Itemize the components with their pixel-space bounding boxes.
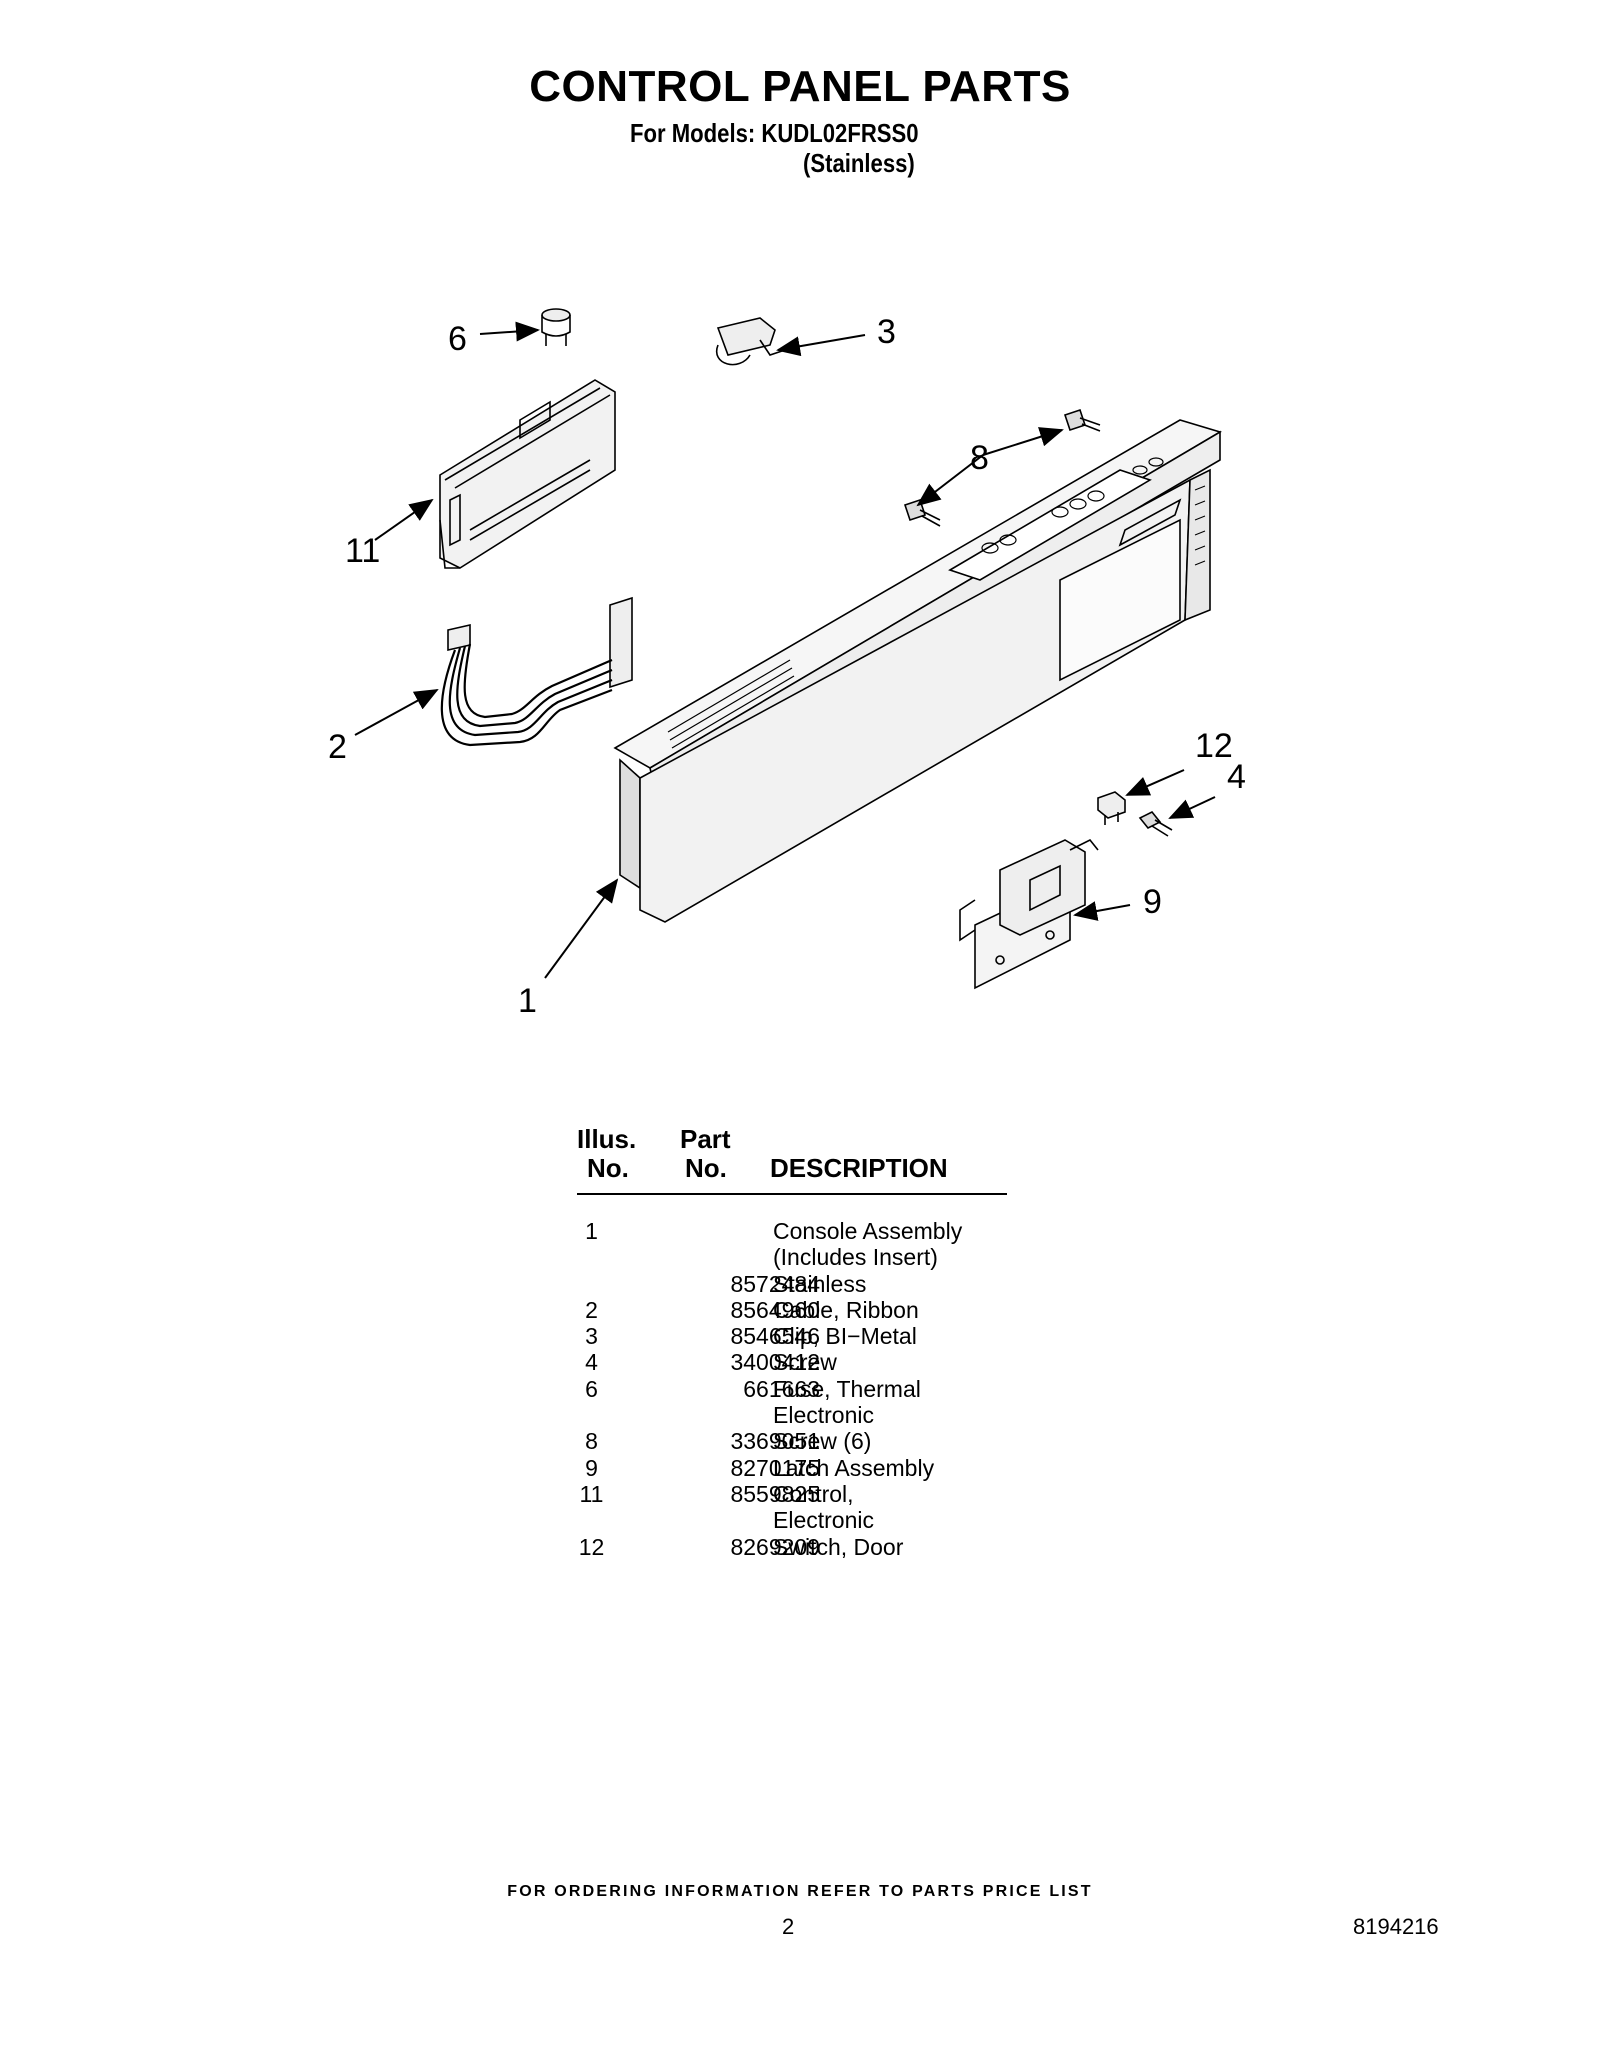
header-rule: [577, 1193, 1007, 1195]
header-illus-bottom: No.: [587, 1153, 629, 1183]
leader-2: [354, 689, 439, 736]
header-illus-top: Illus.: [577, 1124, 637, 1154]
page-number: 2: [782, 1914, 795, 1939]
callout-3: 3: [877, 313, 896, 351]
console-assembly-drawing: [613, 419, 1222, 923]
leader-6: [479, 321, 540, 342]
leader-8-lower: [916, 454, 984, 507]
leader-11: [374, 498, 434, 541]
description-cell: Electronic: [773, 1402, 874, 1429]
ribbon-cable-drawing: [440, 596, 633, 747]
part-no-cell: 8564960: [730, 1296, 820, 1323]
header-part-top: Part: [680, 1124, 731, 1154]
part-no-cell: 8270175: [730, 1454, 820, 1481]
callout-12: 12: [1195, 727, 1233, 765]
callout-8: 8: [970, 439, 989, 477]
header-description: DESCRIPTION: [770, 1153, 948, 1183]
description-cell: Switch, Door: [773, 1533, 904, 1560]
door-switch-drawing: [1097, 791, 1126, 825]
header-part-bottom: No.: [685, 1153, 727, 1183]
part-no-cell: 661663: [743, 1375, 820, 1402]
exploded-parts-diagram: 6 3 8 11 2 1 12 4 9: [328, 308, 1246, 1020]
description-cell: (Includes Insert): [773, 1244, 938, 1271]
illus-no-cell: 6: [585, 1375, 598, 1402]
document-number: 8194216: [1353, 1914, 1439, 1939]
illus-no-cell: 8: [585, 1428, 598, 1455]
leader-9: [1073, 901, 1131, 921]
description-cell: Cable, Ribbon: [773, 1296, 919, 1323]
screw-4-drawing: [1138, 810, 1173, 837]
finish-line: (Stainless): [803, 148, 915, 178]
part-no-cell: 8269209: [730, 1533, 820, 1560]
description-cell: Control,: [773, 1480, 854, 1507]
illus-no-cell: 4: [585, 1349, 598, 1376]
description-cell: Clip, BI−Metal: [773, 1323, 917, 1350]
electronic-control-drawing: [439, 379, 616, 569]
callout-2: 2: [328, 728, 347, 766]
description-cell: Latch Assembly: [773, 1454, 935, 1481]
illus-no-cell: 12: [578, 1533, 605, 1560]
part-no-cell: 3369051: [730, 1428, 820, 1455]
callout-9: 9: [1143, 883, 1162, 921]
page-title: CONTROL PANEL PARTS: [529, 62, 1071, 111]
callout-4: 4: [1227, 758, 1246, 796]
illus-no-cell: 9: [585, 1454, 598, 1481]
part-no-cell: 8559825: [730, 1480, 820, 1507]
screw-drawing: [903, 408, 1101, 527]
latch-assembly-drawing: [959, 838, 1099, 990]
description-cell: Screw (6): [773, 1428, 872, 1455]
part-no-cell: 3400412: [730, 1349, 820, 1376]
illus-no-cell: 2: [585, 1296, 598, 1323]
description-cell: Console Assembly: [773, 1218, 963, 1244]
leader-8-upper: [982, 427, 1064, 456]
description-cell: Screw: [773, 1349, 837, 1376]
illus-no-cell: 1: [585, 1218, 598, 1244]
leader-3: [776, 334, 866, 357]
callout-6: 6: [448, 320, 467, 358]
leader-12: [1125, 769, 1185, 796]
part-no-cell: 8572484: [730, 1270, 820, 1297]
callout-11: 11: [345, 532, 380, 570]
leader-4: [1168, 796, 1216, 819]
bimetal-clip-drawing: [715, 317, 786, 366]
illus-no-cell: 3: [585, 1323, 598, 1350]
description-cell: Fuse, Thermal: [773, 1375, 921, 1402]
leader-1: [544, 878, 619, 979]
description-cell: Stainless: [773, 1270, 867, 1297]
callout-1: 1: [518, 982, 537, 1020]
description-cell: Electronic: [773, 1507, 874, 1534]
illus-no-cell: 11: [579, 1480, 604, 1507]
models-line: For Models: KUDL02FRSS0: [630, 118, 919, 148]
ordering-note: FOR ORDERING INFORMATION REFER TO PARTS …: [507, 1883, 1093, 1900]
thermal-fuse-drawing: [541, 308, 571, 346]
part-no-cell: 8546546: [730, 1323, 820, 1350]
